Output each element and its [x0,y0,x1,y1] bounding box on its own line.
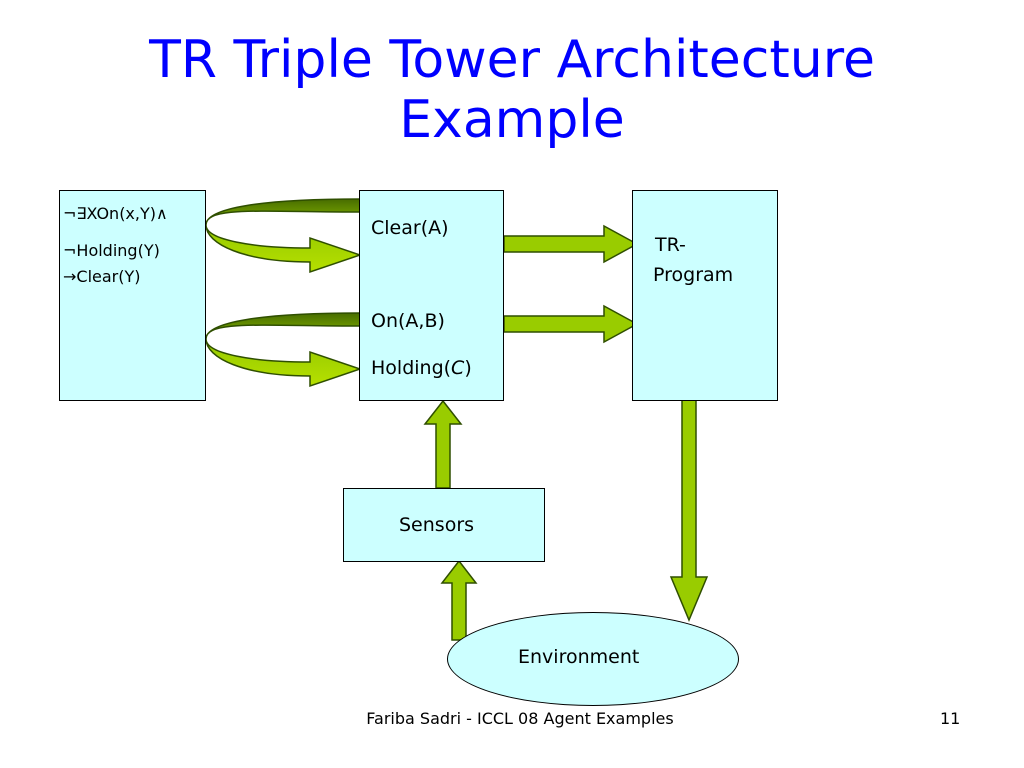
rule-loop-arrow-upper [205,198,363,274]
fact-holding-argument: C [451,357,465,379]
rules-box: ¬∃XOn(x,Y)∧ ¬Holding(Y) →Clear(Y) [59,190,206,401]
environment-ellipse [447,612,739,706]
sensors-label: Sensors [399,514,475,536]
program-to-environment-arrow [669,399,709,622]
environment-to-sensors-arrow [440,559,478,641]
sensors-to-facts-arrow [423,399,463,489]
rule-line-2: ¬Holding(Y) [63,241,160,260]
environment-label: Environment [518,646,640,668]
fact-holding: Holding(C) [371,357,472,379]
footer-text: Fariba Sadri - ICCL 08 Agent Examples [366,709,674,728]
fact-clear: Clear(A) [371,217,449,239]
facts-box: Clear(A) On(A,B) Holding(C) [359,190,504,401]
slide-title-line-1: TR Triple Tower Architecture [149,30,875,90]
tr-program-label-line-2: Program [653,264,734,286]
fact-holding-suffix: ) [464,357,472,379]
rule-line-3: →Clear(Y) [63,267,141,286]
rule-loop-arrow-lower [205,312,363,388]
on-to-program-arrow [503,304,639,344]
clear-to-program-arrow [503,224,639,264]
fact-on: On(A,B) [371,310,445,332]
fact-holding-prefix: Holding( [371,357,452,379]
sensors-box: Sensors [343,488,545,562]
page-number: 11 [940,709,961,728]
slide-title: TR Triple Tower Architecture Example [0,30,1024,150]
tr-program-label-line-1: TR- [655,234,686,256]
slide-title-line-2: Example [399,90,625,150]
tr-program-box: TR- Program [632,190,778,401]
rule-line-1: ¬∃XOn(x,Y)∧ [63,204,168,223]
